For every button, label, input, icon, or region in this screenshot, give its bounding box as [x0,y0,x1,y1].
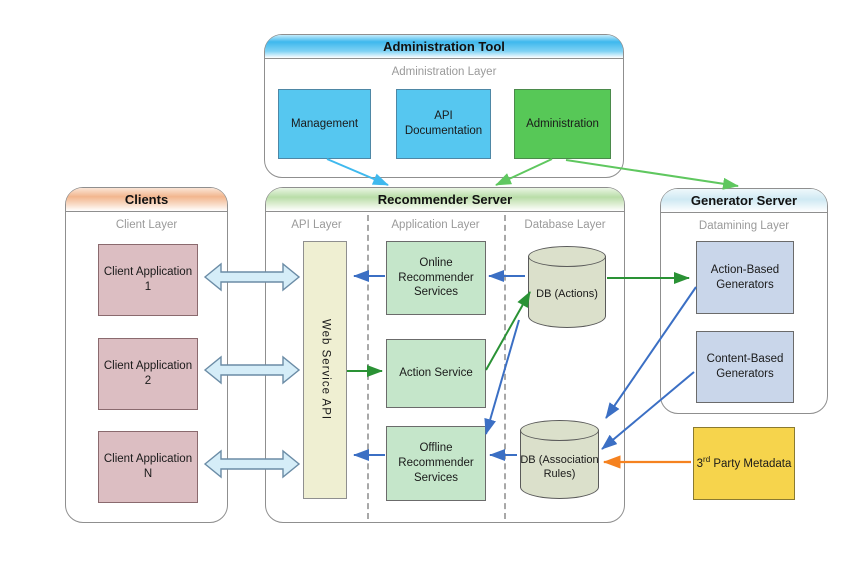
node-administration: Administration [514,89,611,159]
node-content-based-generators: Content-Based Generators [696,331,794,403]
node-offline-recommender-services: Offline Recommender Services [386,426,486,501]
application-layer-label: Application Layer [391,219,480,231]
panel-clients: Clients Client Layer Client Application … [65,187,228,523]
recommender-server-header: Recommender Server [266,188,624,212]
database-layer-label: Database Layer [524,219,606,231]
db-association-rules-label: DB (Association Rules) [520,453,599,480]
third-party-superscript: rd [703,455,711,465]
third-party-metadata-label: 3rd Party Metadata [697,455,792,472]
third-party-rest: Party Metadata [710,457,792,470]
api-application-layer-divider [367,215,369,519]
application-database-layer-divider [504,215,506,519]
clients-header: Clients [66,188,227,212]
panel-administration-tool: Administration Tool Administration Layer… [264,34,624,178]
node-db-actions: DB (Actions) [528,246,606,328]
generator-server-header: Generator Server [661,189,827,213]
datamining-layer-label: Datamining Layer [698,220,790,232]
third-party-base: 3 [696,457,704,470]
panel-recommender-server: Recommender Server API Layer Application… [265,187,625,523]
node-management: Management [278,89,371,159]
node-action-based-generators: Action-Based Generators [696,241,794,314]
node-client-application-2: Client Application 2 [98,338,198,410]
node-api-documentation: API Documentation [396,89,491,159]
web-service-api-label: Web Service API [319,319,332,421]
panel-generator-server: Generator Server Datamining Layer Action… [660,188,828,414]
node-web-service-api: Web Service API [303,241,347,499]
db-actions-cylinder-top [528,246,606,267]
node-action-service: Action Service [386,339,486,408]
client-layer-label: Client Layer [115,219,178,231]
node-client-application-n: Client Application N [98,431,198,503]
node-online-recommender-services: Online Recommender Services [386,241,486,315]
api-layer-label: API Layer [291,219,342,231]
node-third-party-metadata: 3rd Party Metadata [693,427,795,500]
administration-layer-label: Administration Layer [391,66,497,78]
administration-tool-header: Administration Tool [265,35,623,59]
node-db-association-rules: DB (Association Rules) [520,420,599,499]
db-association-rules-cylinder-body [520,430,599,499]
db-association-rules-cylinder-top [520,420,599,441]
db-actions-label: DB (Actions) [536,288,598,301]
node-client-application-1: Client Application 1 [98,244,198,316]
